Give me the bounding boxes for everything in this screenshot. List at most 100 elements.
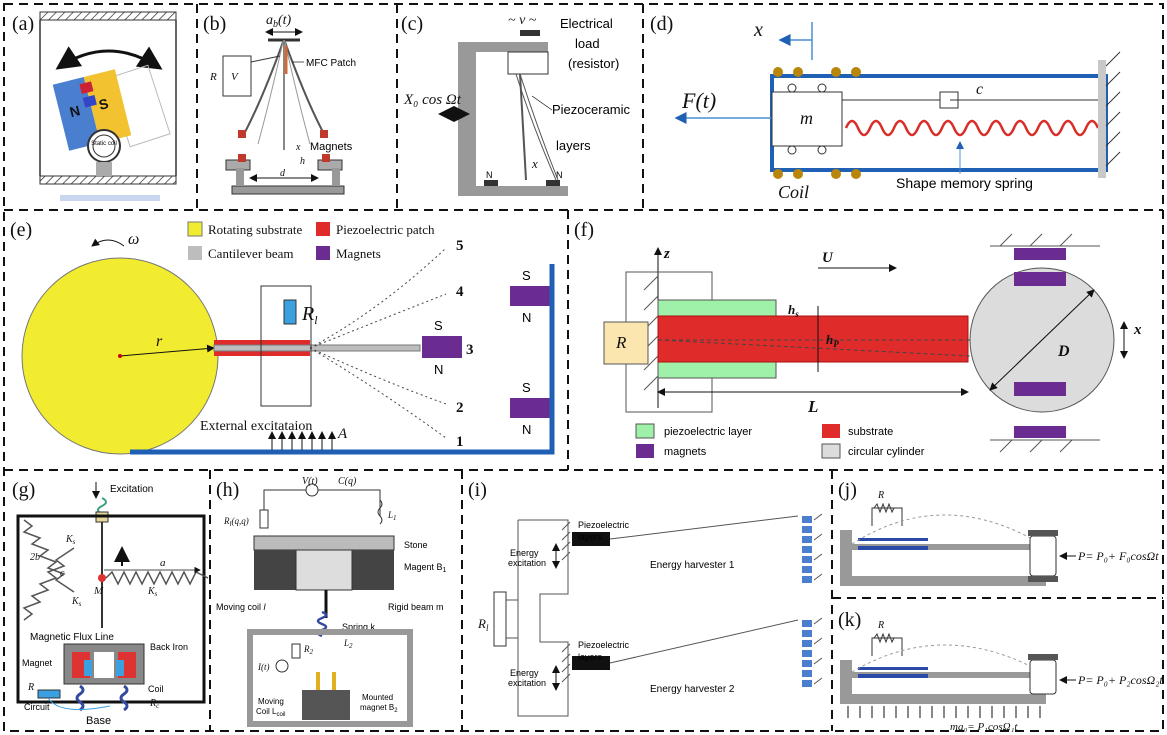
v-label: V <box>231 71 239 83</box>
legend-cylinder: circular cylinder <box>848 446 925 458</box>
d-label: d <box>280 168 286 179</box>
panel-i: (i) Rl Piezoelectric layers Piezoelectri… <box>468 479 823 717</box>
piezo-label-i1: Piezoelectric <box>578 520 630 530</box>
base-excitation-formula: ma₀= P₁cosΩ₁t <box>950 721 1018 733</box>
legend-magnets: Magnets <box>336 246 381 261</box>
magnets-label-b: Magnets <box>310 141 353 153</box>
position-4: 4 <box>456 284 464 300</box>
x-label-d: x <box>753 19 763 41</box>
diameter-label: D <box>1057 343 1070 360</box>
amplitude-label: A <box>337 426 348 442</box>
panel-label-a: (a) <box>12 13 34 35</box>
piezo-label-c2: layers <box>556 138 591 153</box>
load-formula-j: P= P₀+ F₀cosΩt <box>1077 549 1159 563</box>
legend-rotating-substrate: Rotating substrate <box>208 222 302 237</box>
r-label: R <box>209 71 217 83</box>
rl-label-h: Rl(q,q) <box>223 516 249 528</box>
cq-label: C(q) <box>338 476 357 487</box>
energy-label-2: Energy <box>510 668 539 678</box>
panel-label-h: (h) <box>216 479 239 501</box>
panel-label-f: (f) <box>574 219 594 241</box>
magent-label: Magent B1 <box>404 562 447 574</box>
rl-label-i: Rl <box>477 616 489 633</box>
x-label-b: x <box>295 142 301 153</box>
n-label-c1: N <box>486 170 493 180</box>
legend-substrate: substrate <box>848 426 893 438</box>
panel-a: (a) N S Static coil <box>12 11 177 201</box>
load-label-2: load <box>575 36 600 51</box>
position-1: 1 <box>456 434 464 450</box>
piezo-label-c1: Piezoceramic <box>552 102 631 117</box>
rc-label: Rc <box>149 698 160 710</box>
l1-label: L1 <box>387 510 397 522</box>
rl-label-e: Rl <box>301 303 318 327</box>
legend-piezo-patch: Piezoelectric patch <box>336 222 435 237</box>
hs-label: hs <box>788 302 799 319</box>
mfc-label: MFC Patch <box>306 58 356 69</box>
load-label-1: Electrical <box>560 16 613 31</box>
legend-magnets-f: magnets <box>664 446 707 458</box>
load-label-3: (resistor) <box>568 56 619 71</box>
spring-label-d: Shape memory spring <box>896 175 1033 191</box>
static-coil-label: Static coil <box>91 141 117 147</box>
panel-j: (j) R P= P₀+ F₀cosΩt <box>838 479 1159 586</box>
moving-coil-label: Moving coil l <box>216 602 267 612</box>
damper-label: c <box>976 81 983 98</box>
moving-coil-label-1: Moving <box>258 697 284 706</box>
ks-label-1: Ks <box>65 534 76 546</box>
mass-label-g: M <box>93 585 104 597</box>
r-label-g: R <box>27 682 34 693</box>
position-2: 2 <box>456 400 464 416</box>
flow-label: U <box>822 250 834 266</box>
panel-label-b: (b) <box>203 13 226 35</box>
mass-label: m <box>800 108 813 128</box>
stone-label: Stone <box>404 540 428 550</box>
pole-n-mid: N <box>434 362 443 377</box>
piezo-label-i3: Piezoelectric <box>578 640 630 650</box>
external-excitation-label: External excitataion <box>200 419 312 434</box>
panel-label-i: (i) <box>468 479 487 501</box>
shape-memory-spring <box>844 119 1100 137</box>
legend-piezo-layer: piezoelectric layer <box>664 426 752 438</box>
coil-label-d: Coil <box>778 182 809 202</box>
pole-n-bottom: N <box>522 422 531 437</box>
moving-coil-label-2: Coil Lcoil <box>256 707 285 718</box>
pole-s-mid: S <box>434 318 443 333</box>
mounted-label-2: magnet B2 <box>360 703 398 714</box>
excitation-label-g: Excitation <box>110 484 153 495</box>
harvester-1-label: Energy harvester 1 <box>650 560 735 571</box>
pole-n: N <box>68 102 82 120</box>
r-label-k: R <box>877 620 884 631</box>
panel-label-e: (e) <box>10 219 32 241</box>
energy-label-1: Energy <box>510 548 539 558</box>
coil-label-g: Coil <box>148 684 164 694</box>
panel-label-d: (d) <box>650 13 673 35</box>
panel-label-k: (k) <box>838 609 861 631</box>
panel-k: (k) R P= P₀+ P₂cosΩ₂t ma₀= P₁cosΩ₁t <box>838 609 1163 733</box>
panel-label-j: (j) <box>838 479 857 501</box>
2b-label: 2b <box>30 552 40 563</box>
excitation-label-1: excitation <box>508 558 546 568</box>
l2-label: L2 <box>343 638 353 650</box>
force-label: F(t) <box>681 88 716 113</box>
x-label-f: x <box>1133 322 1142 338</box>
r2-label: R2 <box>303 644 314 656</box>
a-label-g: a <box>160 557 166 569</box>
pole-s-top: S <box>522 268 531 283</box>
panel-frames <box>3 3 1164 732</box>
piezo-label-i2: layers <box>578 532 603 542</box>
magnet-label-g: Magnet <box>22 658 53 668</box>
resistor-label-f: R <box>615 333 627 352</box>
z-label: z <box>663 246 670 262</box>
panel-label-c: (c) <box>401 13 423 35</box>
mounted-label-1: Mounted <box>362 693 393 702</box>
h-label: h <box>300 156 305 167</box>
panel-c: (c) ~ v ~ Electrical load (resistor) Pie… <box>401 13 631 196</box>
panel-e: (e) ω r Rl Rotating substrate Piezoelect… <box>10 219 555 455</box>
position-5: 5 <box>456 238 464 254</box>
v-label-c: ~ v ~ <box>508 13 537 28</box>
legend-cantilever-beam: Cantilever beam <box>208 246 294 261</box>
load-formula-k: P= P₀+ P₂cosΩ₂t <box>1077 673 1163 687</box>
circuit-label: Circuit <box>24 702 50 712</box>
radius-label: r <box>156 333 163 350</box>
